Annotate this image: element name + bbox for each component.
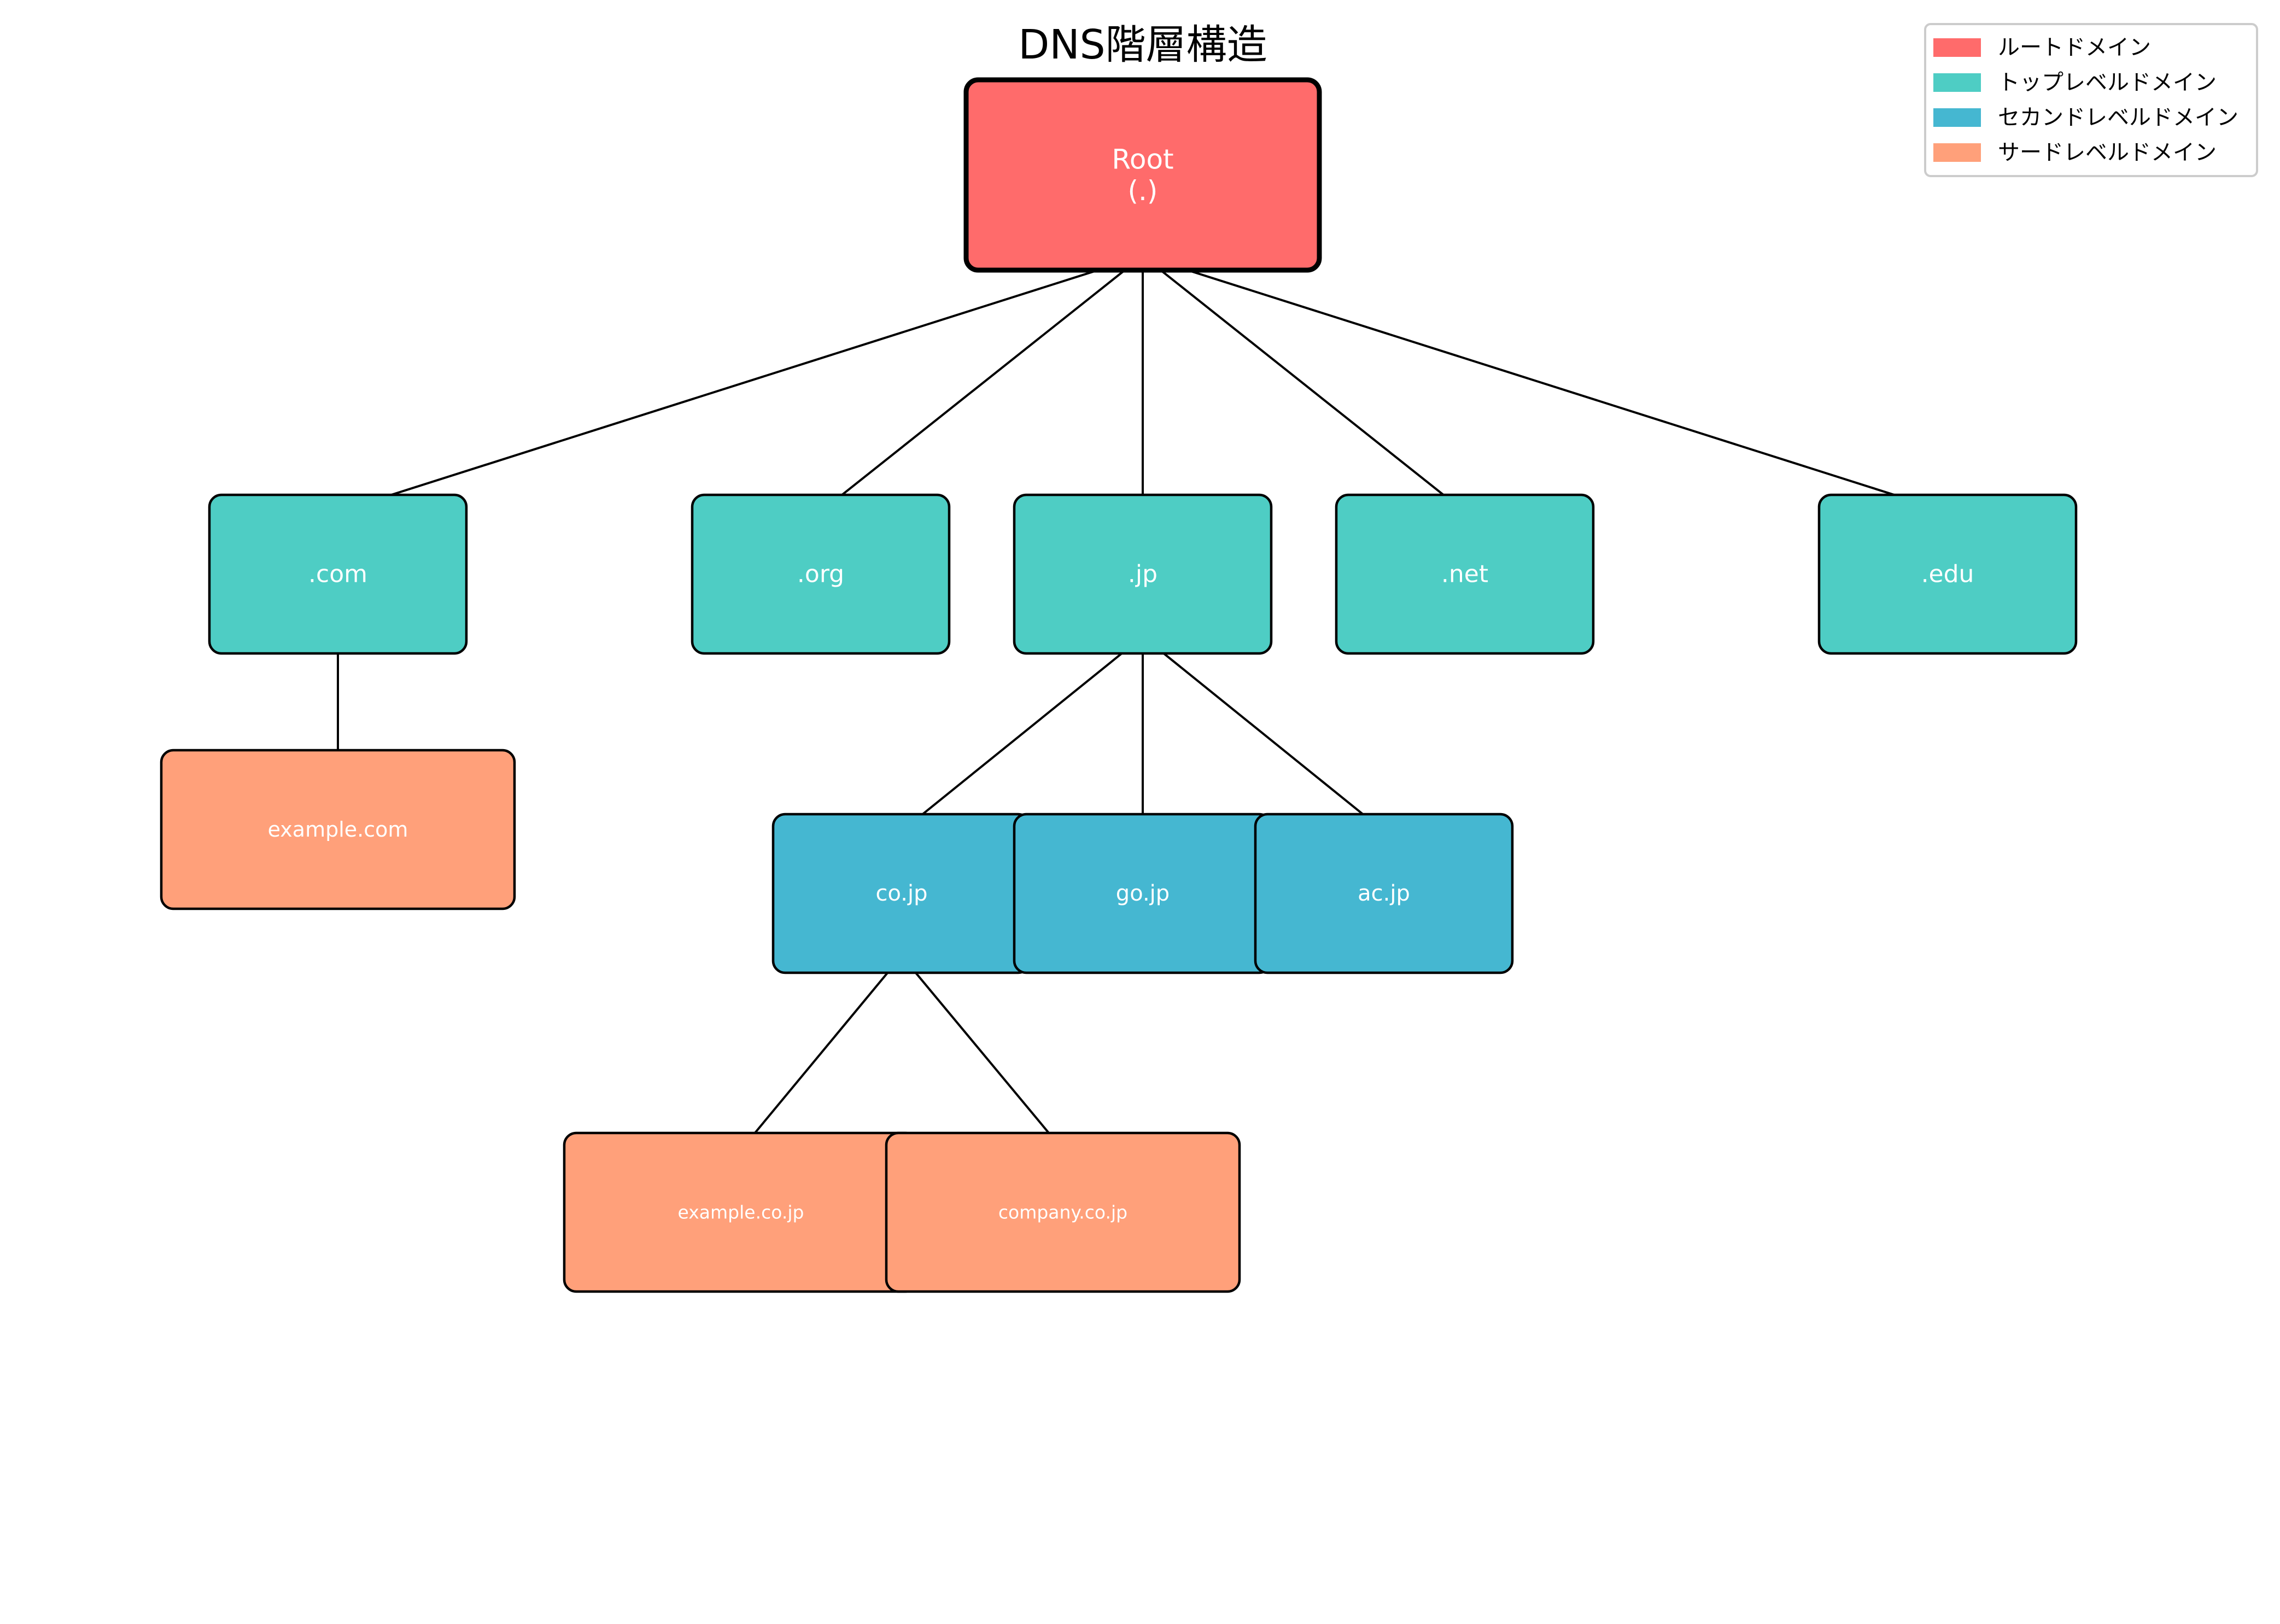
node-box-edu xyxy=(1817,493,2078,655)
node-company-co-jp: company.co.jp xyxy=(885,1131,1241,1293)
legend-swatch-second xyxy=(1933,108,1981,127)
node-box-net xyxy=(1335,493,1595,655)
legend-swatch-root xyxy=(1933,38,1981,57)
node-label-go-jp: go.jp xyxy=(1116,881,1170,906)
edges-layer xyxy=(337,255,1948,1151)
edge-root-to-com xyxy=(337,255,1143,513)
node-box-com xyxy=(208,493,468,655)
node-root: Root(.) xyxy=(963,77,1322,273)
legend-label-third: サードレベルドメイン xyxy=(1998,140,2217,165)
node-box-jp xyxy=(1013,493,1273,655)
edge-root-to-edu xyxy=(1142,255,1948,513)
node-label-edu: .edu xyxy=(1921,560,1974,588)
node-example-com: example.com xyxy=(160,749,516,910)
node-net: .net xyxy=(1335,493,1595,655)
edge-jp-to-co-jp xyxy=(901,635,1144,832)
node-ac-jp: ac.jp xyxy=(1254,813,1514,974)
node-label-jp: .jp xyxy=(1128,560,1157,588)
edge-co-jp-to-example-co-jp xyxy=(740,955,903,1151)
legend-label-tld: トップレベルドメイン xyxy=(1998,70,2217,95)
legend-label-root: ルートドメイン xyxy=(1998,35,2151,60)
node-org: .org xyxy=(691,493,951,655)
diagram-title: DNS階層構造 xyxy=(1018,21,1267,68)
node-box-example-com xyxy=(160,749,516,910)
legend-label-second: セカンドレベルドメイン xyxy=(1998,105,2238,130)
edge-root-to-net xyxy=(1142,255,1466,513)
legend-swatch-third xyxy=(1933,143,1981,162)
edge-jp-to-ac-jp xyxy=(1142,635,1385,832)
node-box-root xyxy=(963,77,1322,273)
node-label-company-co-jp: company.co.jp xyxy=(998,1202,1127,1223)
node-go-jp: go.jp xyxy=(1013,813,1273,974)
node-co-jp: co.jp xyxy=(771,813,1032,974)
node-edu: .edu xyxy=(1817,493,2078,655)
legend-frame xyxy=(1924,23,2258,177)
node-box-org xyxy=(691,493,951,655)
node-jp: .jp xyxy=(1013,493,1273,655)
node-label-co-jp: co.jp xyxy=(876,881,928,906)
node-label-root: Root xyxy=(1112,143,1173,175)
node-label-org: .org xyxy=(797,560,844,588)
node-label-net: .net xyxy=(1441,560,1488,588)
node-com: .com xyxy=(208,493,468,655)
node-label-example-com: example.com xyxy=(268,817,408,842)
legend-swatch-tld xyxy=(1933,73,1981,92)
node-box-company-co-jp xyxy=(885,1131,1241,1293)
edge-root-to-org xyxy=(820,255,1144,513)
node-label-com: .com xyxy=(308,560,367,588)
node-label-root: (.) xyxy=(1128,175,1158,207)
node-label-example-co-jp: example.co.jp xyxy=(678,1202,804,1223)
edge-co-jp-to-company-co-jp xyxy=(901,955,1064,1151)
nodes-layer: Root(.) .com .org .jp .net .edu example.com co.… xyxy=(160,77,2078,1293)
node-label-ac-jp: ac.jp xyxy=(1358,881,1410,906)
node-box-ac-jp xyxy=(1254,813,1514,974)
node-example-co-jp: example.co.jp xyxy=(563,1131,919,1293)
